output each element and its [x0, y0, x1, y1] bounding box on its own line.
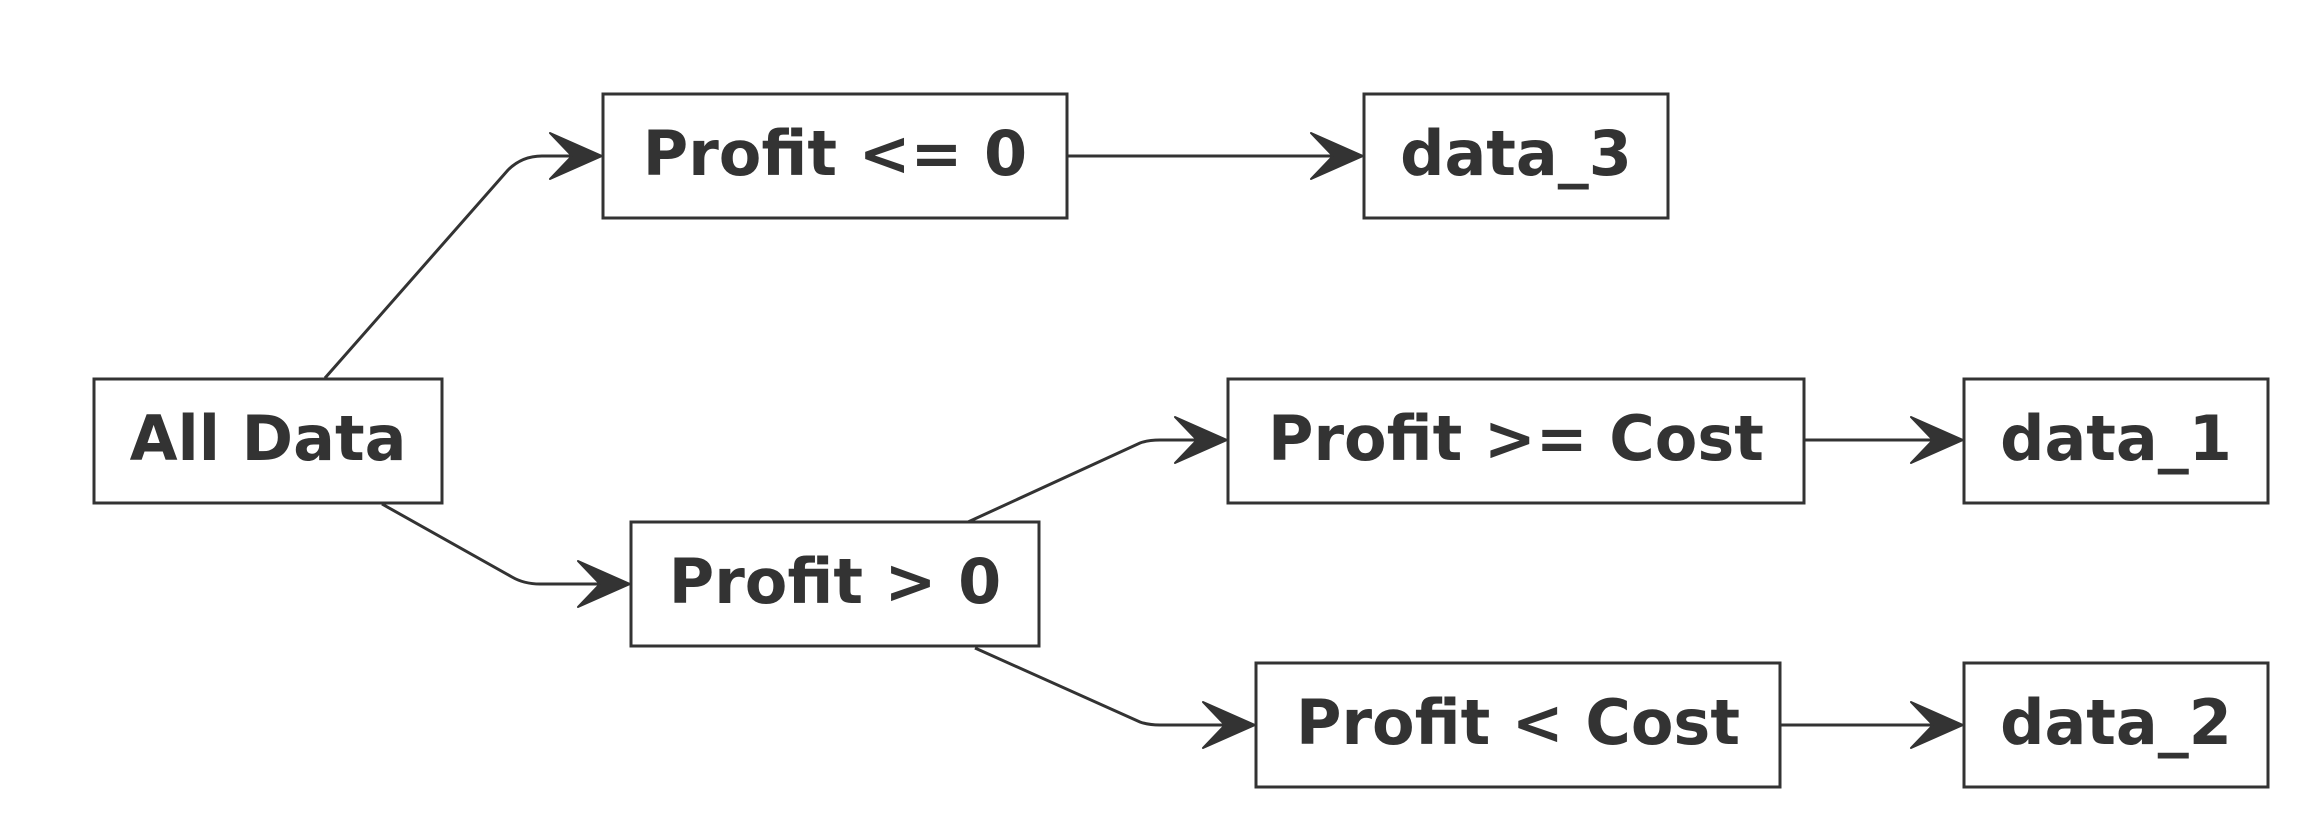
edge-all-data-to-profit-gt-0: [381, 502, 631, 608]
node-profit-gt-0: Profit > 0: [629, 520, 1041, 648]
edge-all-data-to-profit-le-0: [323, 132, 603, 379]
node-data-3-label: data_3: [1400, 117, 1632, 190]
node-data-1-label: data_1: [2000, 402, 2232, 475]
edge-profit-lt-cost-to-data-2: [1780, 701, 1964, 749]
node-profit-gt-0-label: Profit > 0: [669, 545, 1001, 618]
node-all-data-label: All Data: [130, 402, 407, 475]
node-profit-le-0: Profit <= 0: [601, 92, 1069, 220]
node-profit-lt-cost-label: Profit < Cost: [1296, 686, 1740, 759]
node-data-3: data_3: [1362, 92, 1670, 220]
node-profit-le-0-label: Profit <= 0: [643, 117, 1027, 190]
node-data-2: data_2: [1962, 661, 2270, 789]
node-all-data: All Data: [92, 377, 444, 505]
edge-profit-ge-cost-to-data-1: [1804, 416, 1964, 464]
node-profit-lt-cost: Profit < Cost: [1254, 661, 1782, 789]
edge-profit-le-0-to-data-3: [1067, 132, 1364, 180]
node-data-2-label: data_2: [2000, 686, 2232, 759]
edge-profit-gt-0-to-profit-lt-cost: [974, 646, 1256, 749]
node-data-1: data_1: [1962, 377, 2270, 505]
node-profit-ge-cost-label: Profit >= Cost: [1268, 402, 1764, 475]
nodes: All Data Profit <= 0 Profit > 0 Profit >…: [92, 92, 2270, 789]
edge-profit-gt-0-to-profit-ge-cost: [967, 416, 1228, 524]
edges: [323, 132, 1964, 749]
node-profit-ge-cost: Profit >= Cost: [1226, 377, 1806, 505]
